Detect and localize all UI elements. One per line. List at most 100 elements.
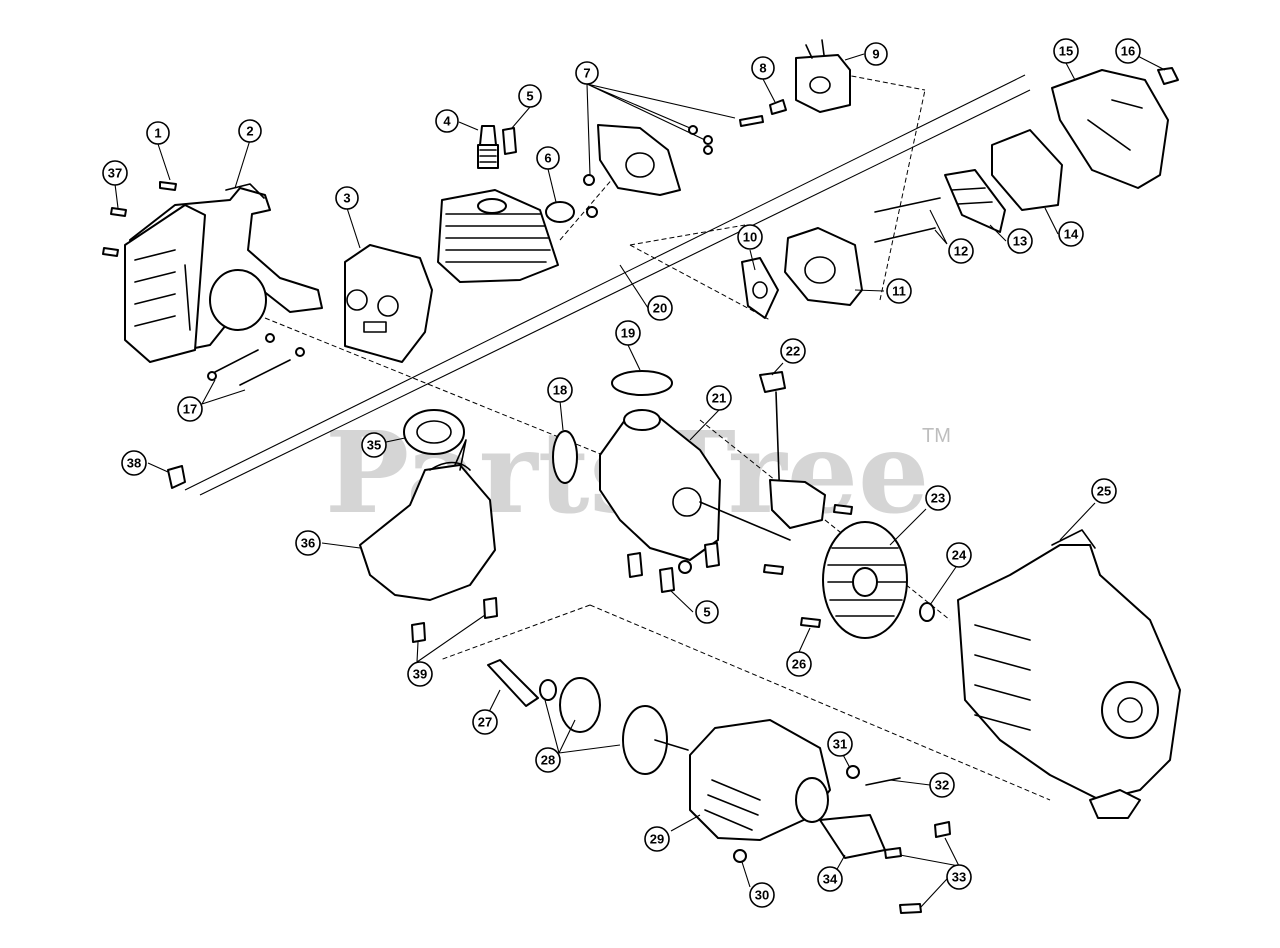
watermark-trademark: TM bbox=[922, 425, 951, 447]
air-filter-base bbox=[741, 227, 863, 319]
svg-text:1: 1 bbox=[154, 126, 161, 141]
callout-27: 27 bbox=[472, 709, 498, 735]
svg-text:8: 8 bbox=[759, 61, 766, 76]
svg-text:9: 9 bbox=[872, 47, 879, 62]
svg-text:36: 36 bbox=[301, 536, 315, 551]
svg-text:14: 14 bbox=[1064, 227, 1079, 242]
gear-housing bbox=[689, 719, 831, 841]
callout-37: 37 bbox=[102, 160, 128, 186]
callout-31: 31 bbox=[827, 731, 853, 757]
svg-text:25: 25 bbox=[1097, 484, 1111, 499]
crankcase-bolts bbox=[627, 504, 853, 628]
callout-19: 19 bbox=[615, 320, 641, 346]
svg-text:28: 28 bbox=[541, 753, 555, 768]
callout-6: 6 bbox=[536, 146, 560, 170]
clips-and-screws bbox=[167, 465, 498, 643]
callout-20: 20 bbox=[647, 295, 673, 321]
flywheel-washer bbox=[919, 602, 935, 622]
callout-17: 17 bbox=[177, 396, 203, 422]
long-screws bbox=[874, 197, 941, 243]
svg-text:19: 19 bbox=[621, 326, 635, 341]
callout-12: 12 bbox=[948, 238, 974, 264]
callout-5-bottom: 5 bbox=[695, 600, 719, 624]
callout-34: 34 bbox=[817, 866, 843, 892]
callout-32: 32 bbox=[929, 772, 955, 798]
callout-2: 2 bbox=[238, 119, 262, 143]
housing-screws bbox=[102, 181, 305, 386]
svg-text:16: 16 bbox=[1121, 44, 1135, 59]
svg-text:18: 18 bbox=[553, 383, 567, 398]
flywheel bbox=[822, 521, 908, 639]
dashed-guide-lines bbox=[184, 69, 1051, 801]
callout-36: 36 bbox=[295, 530, 321, 556]
callout-13: 13 bbox=[1007, 228, 1033, 254]
svg-text:29: 29 bbox=[650, 832, 664, 847]
intake-gasket bbox=[545, 201, 575, 223]
fuel-cap bbox=[403, 409, 465, 455]
callout-24: 24 bbox=[946, 542, 972, 568]
gear-fasteners bbox=[733, 765, 951, 914]
svg-text:4: 4 bbox=[443, 114, 451, 129]
cover-knob bbox=[1157, 67, 1179, 85]
callouts: 1 2 3 4 5 5 6 7 8 9 10 11 12 13 14 bbox=[102, 38, 1141, 908]
callout-30: 30 bbox=[749, 882, 775, 908]
callout-22: 22 bbox=[780, 338, 806, 364]
callout-15: 15 bbox=[1053, 38, 1079, 64]
svg-text:3: 3 bbox=[343, 191, 350, 206]
svg-text:37: 37 bbox=[108, 166, 122, 181]
svg-text:27: 27 bbox=[478, 715, 492, 730]
callout-28: 28 bbox=[535, 747, 561, 773]
callout-26: 26 bbox=[786, 651, 812, 677]
callout-leaders bbox=[114, 50, 1166, 909]
fuel-tank bbox=[359, 439, 496, 601]
svg-text:7: 7 bbox=[583, 66, 590, 81]
callout-9: 9 bbox=[864, 42, 888, 66]
clutch-assembly bbox=[539, 677, 689, 775]
recoil-starter-housing bbox=[957, 529, 1181, 819]
svg-text:17: 17 bbox=[183, 402, 197, 417]
callout-35: 35 bbox=[361, 432, 387, 458]
callout-14: 14 bbox=[1058, 221, 1084, 247]
callout-1: 1 bbox=[146, 121, 170, 145]
callout-23: 23 bbox=[925, 485, 951, 511]
svg-text:26: 26 bbox=[792, 657, 806, 672]
svg-text:2: 2 bbox=[246, 124, 253, 139]
callout-11: 11 bbox=[886, 278, 912, 304]
svg-text:23: 23 bbox=[931, 491, 945, 506]
callout-21: 21 bbox=[706, 385, 732, 411]
svg-text:24: 24 bbox=[952, 548, 967, 563]
callout-33: 33 bbox=[946, 864, 972, 890]
heat-shield bbox=[344, 244, 433, 363]
svg-text:21: 21 bbox=[712, 391, 726, 406]
callout-3: 3 bbox=[335, 186, 359, 210]
crankcase-o-ring bbox=[552, 430, 578, 484]
choke-lever bbox=[759, 371, 826, 529]
callout-4: 4 bbox=[435, 109, 459, 133]
callout-29: 29 bbox=[644, 826, 670, 852]
callout-38: 38 bbox=[121, 450, 147, 476]
crankcase bbox=[599, 409, 791, 561]
cylinder-o-ring bbox=[611, 370, 673, 396]
cylinder bbox=[437, 189, 559, 283]
spark-plug bbox=[477, 125, 517, 169]
callout-16: 16 bbox=[1115, 38, 1141, 64]
callout-10: 10 bbox=[737, 224, 763, 250]
svg-text:31: 31 bbox=[833, 737, 847, 752]
callout-39: 39 bbox=[407, 661, 433, 687]
air-filter-housing bbox=[124, 183, 323, 363]
callout-8: 8 bbox=[751, 56, 775, 80]
svg-text:35: 35 bbox=[367, 438, 381, 453]
air-filter-cover bbox=[1051, 69, 1169, 189]
drive-shaft bbox=[487, 659, 539, 707]
callout-7: 7 bbox=[575, 61, 599, 85]
air-filter-element bbox=[944, 169, 1006, 233]
svg-text:5: 5 bbox=[526, 89, 533, 104]
callout-5-top: 5 bbox=[518, 84, 542, 108]
svg-text:15: 15 bbox=[1059, 44, 1073, 59]
svg-text:34: 34 bbox=[823, 872, 838, 887]
air-filter-foam bbox=[991, 129, 1063, 211]
svg-text:38: 38 bbox=[127, 456, 141, 471]
svg-text:10: 10 bbox=[743, 230, 757, 245]
svg-text:20: 20 bbox=[653, 301, 667, 316]
svg-text:33: 33 bbox=[952, 870, 966, 885]
